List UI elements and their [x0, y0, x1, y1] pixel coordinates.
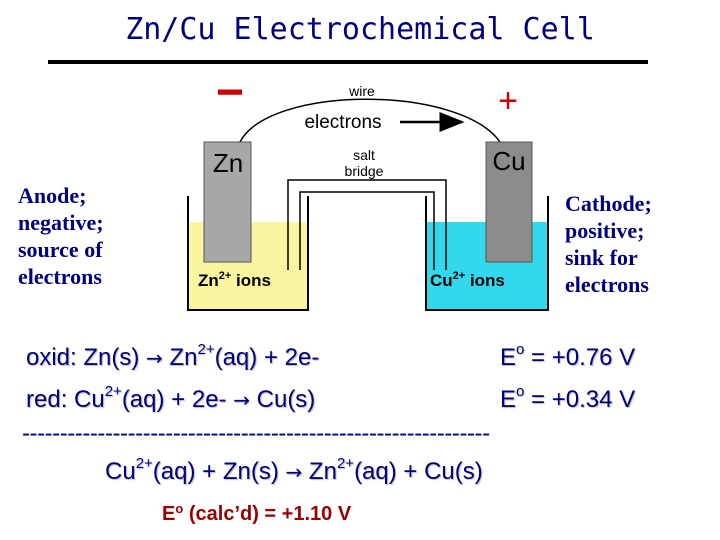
cathode-solution-label: Cu2+ ions — [430, 270, 505, 290]
cathode-beaker — [425, 196, 549, 311]
oxidation-product-charge: 2+ — [197, 341, 215, 358]
anode-solution-label: Zn2+ ions — [198, 270, 271, 290]
potential-e: E — [500, 344, 517, 371]
cathode-description-line: Cathode; — [565, 191, 652, 216]
page-title: Zn/Cu Electrochemical Cell — [125, 12, 595, 47]
cathode-description-line: positive; — [565, 218, 645, 243]
oxidation-equation: oxid: Zn(s) → Zn2+(aq) + 2e- — [26, 341, 320, 372]
salt-bridge — [287, 179, 447, 270]
electrons-label: electrons — [304, 112, 381, 133]
calc-e: E — [162, 503, 176, 525]
oxidation-potential: Eo = +0.76 V — [500, 341, 636, 372]
overall-end: (aq) + Cu(s) — [354, 458, 483, 485]
potential-e: E — [500, 386, 517, 413]
anode-description-line: negative; — [18, 210, 104, 235]
reduction-equation: red: Cu2+(aq) + 2e- → Cu(s) — [26, 383, 316, 414]
overall-reactant: Cu — [105, 458, 136, 485]
overall-equation: Cu2+(aq) + Zn(s) → Zn2+(aq) + Cu(s) — [105, 455, 483, 486]
title-underline — [48, 60, 648, 64]
oxidation-reactant: oxid: Zn(s) — [26, 344, 147, 371]
reduction-reactant-charge: 2+ — [104, 383, 122, 400]
salt-bridge-inner — [299, 191, 435, 270]
reduction-reactant: red: Cu — [26, 386, 105, 413]
oxidation-potential-value: = +0.76 V — [524, 344, 636, 371]
salt-bridge-label-line1: salt — [353, 147, 375, 163]
wire-label: wire — [348, 83, 375, 99]
overall-product: Zn — [302, 458, 337, 485]
reaction-arrow: → — [146, 346, 163, 370]
anode-minus-sign: − — [216, 66, 244, 119]
reaction-arrow: → — [285, 460, 303, 484]
calc-standard-mark: o — [175, 501, 184, 516]
overall-reactant-charge: 2+ — [135, 455, 153, 472]
anode-beaker — [187, 196, 309, 311]
reduction-potential-value: = +0.34 V — [524, 386, 636, 413]
anode-description-line: Anode; — [18, 183, 87, 208]
calculated-potential: Eo (calc’d) = +1.10 V — [162, 501, 352, 526]
zinc-electrode — [203, 141, 252, 263]
wire — [239, 98, 501, 143]
potential-standard-mark: o — [516, 383, 525, 400]
oxidation-product-rest: (aq) + 2e- — [214, 344, 320, 371]
salt-bridge-label-line2: bridge — [345, 163, 384, 179]
zinc-electrode-label: Zn — [213, 148, 243, 178]
potential-standard-mark: o — [516, 341, 525, 358]
overall-product-charge: 2+ — [336, 455, 355, 472]
cathode-plus-sign: + — [498, 82, 518, 120]
cathode-description-line: electrons — [565, 272, 649, 297]
anode-description-line: source of — [18, 237, 103, 262]
anode-description: Anode; negative; source of electrons — [18, 182, 104, 290]
cathode-description: Cathode; positive; sink for electrons — [565, 190, 652, 298]
cathode-description-line: sink for — [565, 245, 638, 270]
anode-description-line: electrons — [18, 264, 102, 289]
reaction-arrow: → — [233, 388, 250, 412]
sum-divider: ----------------------------------------… — [22, 420, 490, 447]
calc-value: (calc’d) = +1.10 V — [183, 503, 352, 525]
copper-electrode-label: Cu — [492, 146, 525, 176]
electrochemical-cell-diagram: − + wire electrons salt bridge Zn Cu Zn2… — [187, 66, 549, 311]
copper-electrode — [485, 141, 533, 263]
reduction-potential: Eo = +0.34 V — [500, 383, 636, 414]
reduction-product: Cu(s) — [249, 386, 316, 413]
reduction-reactant-rest: (aq) + 2e- — [121, 386, 234, 413]
oxidation-product: Zn — [162, 344, 198, 371]
overall-middle: (aq) + Zn(s) — [152, 458, 286, 485]
